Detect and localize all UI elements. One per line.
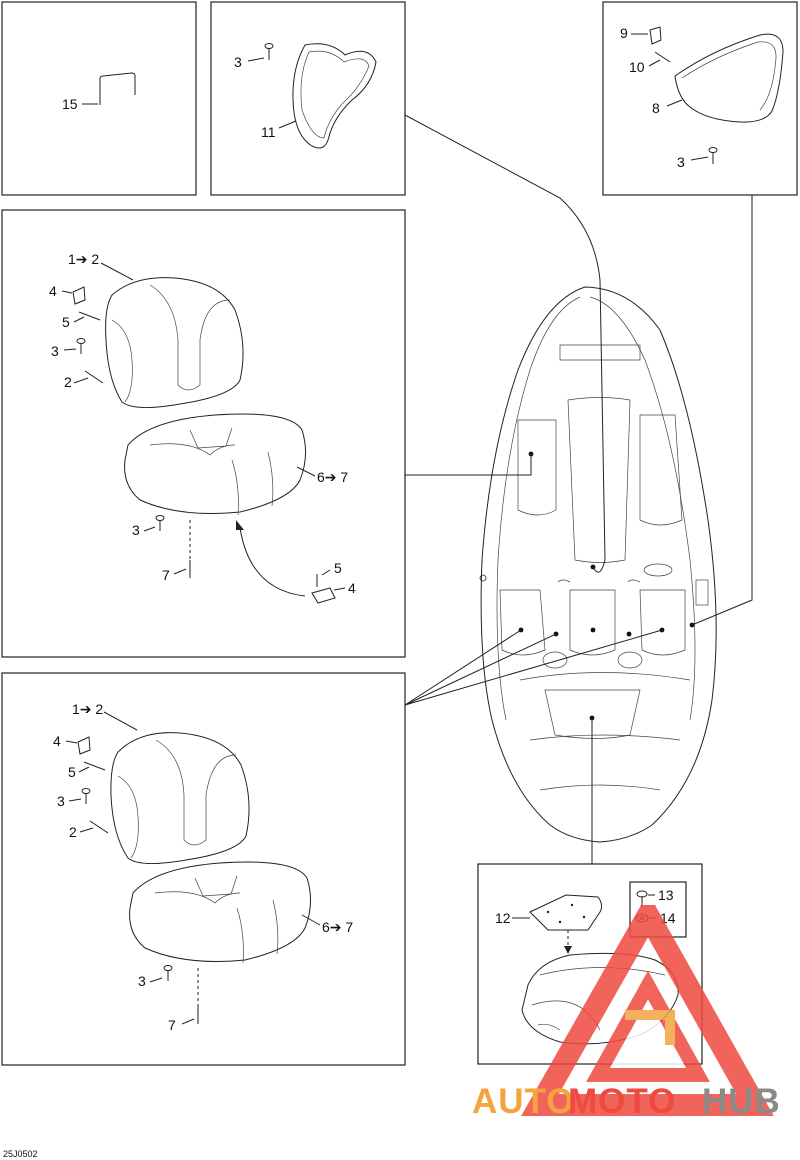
label-13: 13 — [658, 887, 674, 903]
label-3-lower-b: 3 — [138, 973, 146, 989]
watermark-text-hub: HUB — [702, 1082, 781, 1121]
screw-3-rear — [690, 147, 718, 164]
screw-3-lower-b — [149, 965, 173, 983]
watermark-text-moto: MOTO — [568, 1082, 676, 1121]
bolt-2-upper — [73, 370, 104, 384]
watermark-text-auto: AUTO — [472, 1082, 575, 1121]
bracket-9 — [631, 26, 662, 45]
label-12: 12 — [495, 910, 511, 926]
screw-3-upper-a — [63, 338, 86, 354]
panel-seat-upper — [1, 209, 406, 658]
bracket-4-upper-b — [311, 569, 346, 604]
screw-3-lower-a — [68, 788, 91, 804]
label-3-upper-a: 3 — [51, 343, 59, 359]
watermark-logo: AUTO MOTO HUB — [472, 905, 781, 1121]
label-2-upper: 2 — [64, 374, 72, 390]
triangle-logo-icon — [521, 905, 774, 1116]
leader-1-lower — [103, 711, 138, 731]
panel-pad — [210, 1, 406, 196]
bolt-10 — [648, 51, 671, 67]
panel-seat-lower — [1, 672, 406, 1066]
label-5-upper: 5 — [62, 314, 70, 330]
label-5-upper-b: 5 — [334, 560, 342, 576]
clip-part — [82, 72, 136, 105]
bolt-5-lower — [78, 761, 106, 773]
label-15: 15 — [62, 96, 78, 112]
pad-part — [278, 43, 377, 149]
label-3-upper-b: 3 — [132, 522, 140, 538]
screw-3-upper-b — [143, 515, 165, 532]
seat-base-upper — [124, 413, 306, 516]
label-4-lower: 4 — [53, 733, 61, 749]
label-8: 8 — [652, 100, 660, 116]
label-6-7-lower: 6➔ 7 — [322, 919, 353, 935]
seat-base-lower — [129, 861, 311, 964]
bolt-7-lower — [181, 968, 199, 1025]
leader-6-upper — [296, 466, 316, 477]
label-11: 11 — [261, 124, 276, 140]
label-7-lower: 7 — [168, 1017, 176, 1033]
tray-part-12 — [512, 894, 603, 954]
label-2-lower: 2 — [69, 824, 77, 840]
bolt-5-upper — [73, 311, 101, 323]
leader-6-lower — [301, 914, 321, 926]
label-3-rear: 3 — [677, 154, 685, 170]
label-7-upper: 7 — [162, 567, 170, 583]
bolt-2-lower — [79, 820, 109, 834]
panel-rear-cushion — [602, 1, 798, 196]
label-6-7-upper: 6➔ 7 — [317, 469, 348, 485]
panel-clip — [1, 1, 197, 196]
label-4-upper: 4 — [49, 283, 57, 299]
leader-1-upper — [100, 262, 134, 281]
seat-back-upper — [105, 277, 244, 408]
callout-lines — [404, 114, 753, 864]
label-4-upper-b: 4 — [348, 580, 356, 596]
label-1-2-upper: 1➔ 2 — [68, 251, 99, 267]
seat-back-lower — [110, 732, 250, 864]
label-5-lower: 5 — [68, 764, 76, 780]
label-9: 9 — [620, 25, 628, 41]
label-3-pad: 3 — [234, 54, 242, 70]
arrow-upper — [236, 520, 306, 597]
bracket-4-upper — [61, 286, 86, 305]
panel-storage — [477, 863, 703, 1065]
diagram-code: 25J0502 — [3, 1149, 38, 1159]
bolt-7-upper — [173, 520, 191, 578]
watercraft-overview — [479, 286, 717, 843]
label-10: 10 — [629, 59, 645, 75]
rear-cushion-part — [666, 33, 784, 123]
label-1-2-lower: 1➔ 2 — [72, 701, 103, 717]
screw-3-top — [247, 43, 274, 62]
bracket-4-lower — [65, 736, 91, 755]
label-3-lower-a: 3 — [57, 793, 65, 809]
